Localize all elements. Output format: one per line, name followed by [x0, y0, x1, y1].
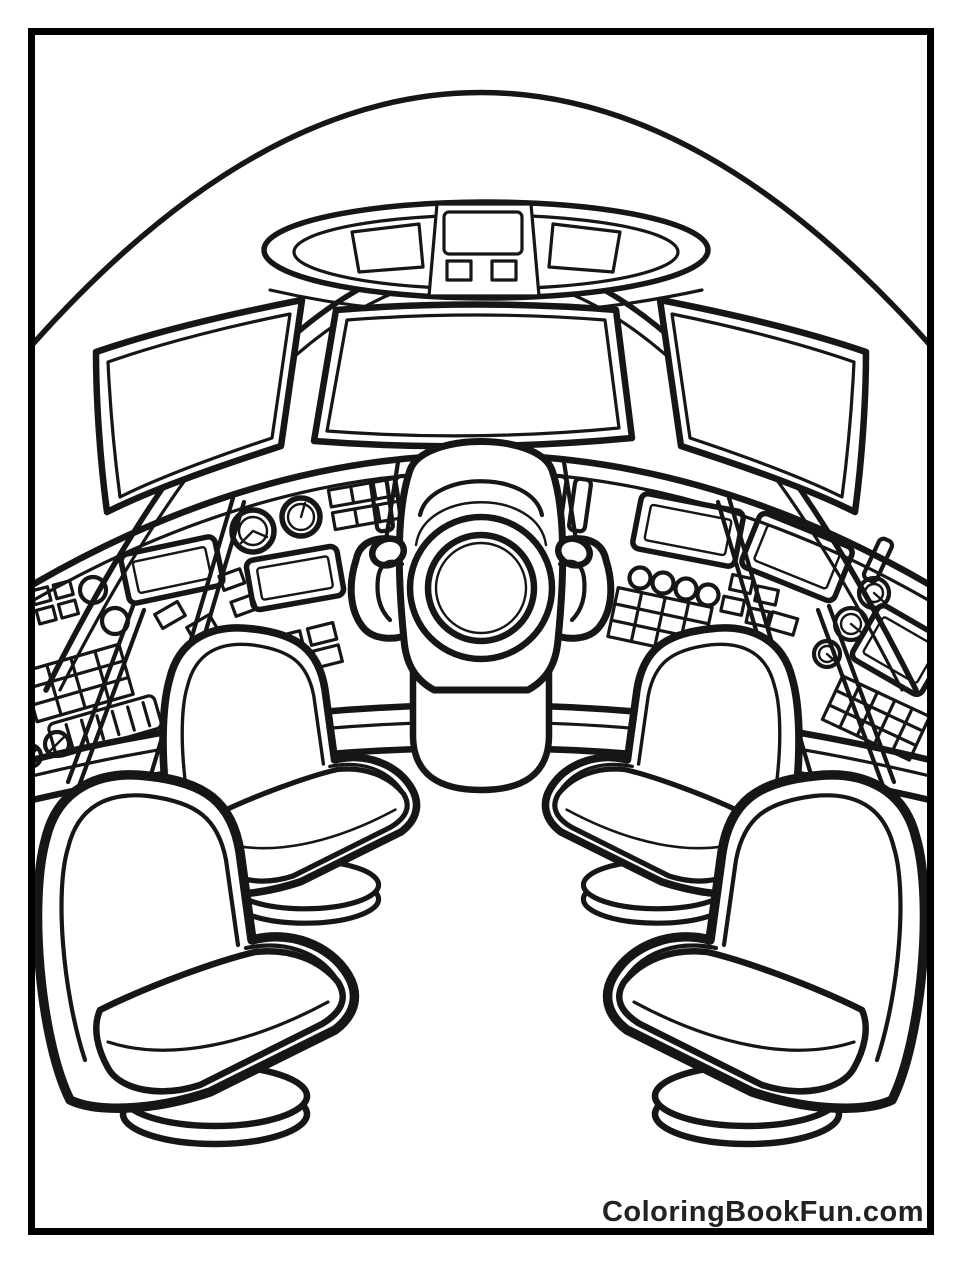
keypad-grid — [820, 674, 928, 762]
screen — [118, 534, 226, 606]
button-block — [34, 579, 81, 626]
periscope-head-seam-2 — [414, 501, 548, 547]
ceiling-console — [261, 199, 711, 301]
window-center-inner — [325, 313, 621, 438]
button-grid-2x2 — [719, 572, 780, 629]
knob — [77, 574, 109, 606]
periscope-head-seam-1 — [417, 479, 545, 518]
window-right-inner — [670, 312, 856, 499]
ceiling-button-right — [490, 259, 518, 282]
handle-knob-right — [555, 535, 593, 569]
button — [766, 610, 800, 637]
gauge-wedge — [229, 507, 277, 555]
window-right — [656, 296, 870, 516]
knob — [627, 565, 653, 591]
periscope — [347, 438, 615, 794]
gauge-clock — [279, 495, 323, 539]
watermark-text: ColoringBookFun.com — [602, 1196, 924, 1228]
lever-bar — [369, 476, 395, 534]
lever-bar — [567, 476, 593, 534]
screen — [243, 543, 347, 613]
knob — [99, 605, 131, 637]
handle-grip-left — [375, 559, 405, 623]
panel-far-right — [811, 536, 928, 762]
porthole-outer-ring — [406, 513, 556, 663]
button — [229, 593, 259, 618]
page-border-frame — [28, 28, 934, 1235]
ceiling-wing-left — [350, 222, 425, 274]
button — [153, 599, 187, 631]
button — [217, 567, 247, 592]
window-left — [92, 296, 306, 516]
knob — [673, 576, 699, 602]
ceiling-button-left — [445, 259, 473, 282]
slider-strip — [47, 694, 163, 758]
knob — [695, 582, 721, 608]
porthole-middle-ring — [424, 531, 538, 645]
dial-knob — [42, 729, 72, 759]
panel-far-left — [34, 534, 226, 769]
screen — [739, 510, 855, 604]
window-left-inner — [106, 312, 292, 499]
knob — [650, 570, 676, 596]
dial-knob — [811, 638, 843, 670]
screen — [849, 602, 928, 698]
ceiling-wing-right — [547, 222, 622, 274]
panel-right-center — [546, 473, 855, 659]
window-center — [310, 301, 636, 450]
porthole-glass — [434, 541, 528, 635]
ceiling-screen — [442, 210, 524, 256]
keypad-grid — [34, 642, 135, 724]
handle-grip-right — [557, 559, 587, 623]
handle-knob-left — [369, 535, 407, 569]
windows — [92, 296, 870, 516]
dome-outer-arc — [34, 89, 928, 347]
screen — [630, 491, 746, 569]
ceiling-center-panel — [427, 202, 541, 298]
dial-knob — [856, 575, 892, 611]
